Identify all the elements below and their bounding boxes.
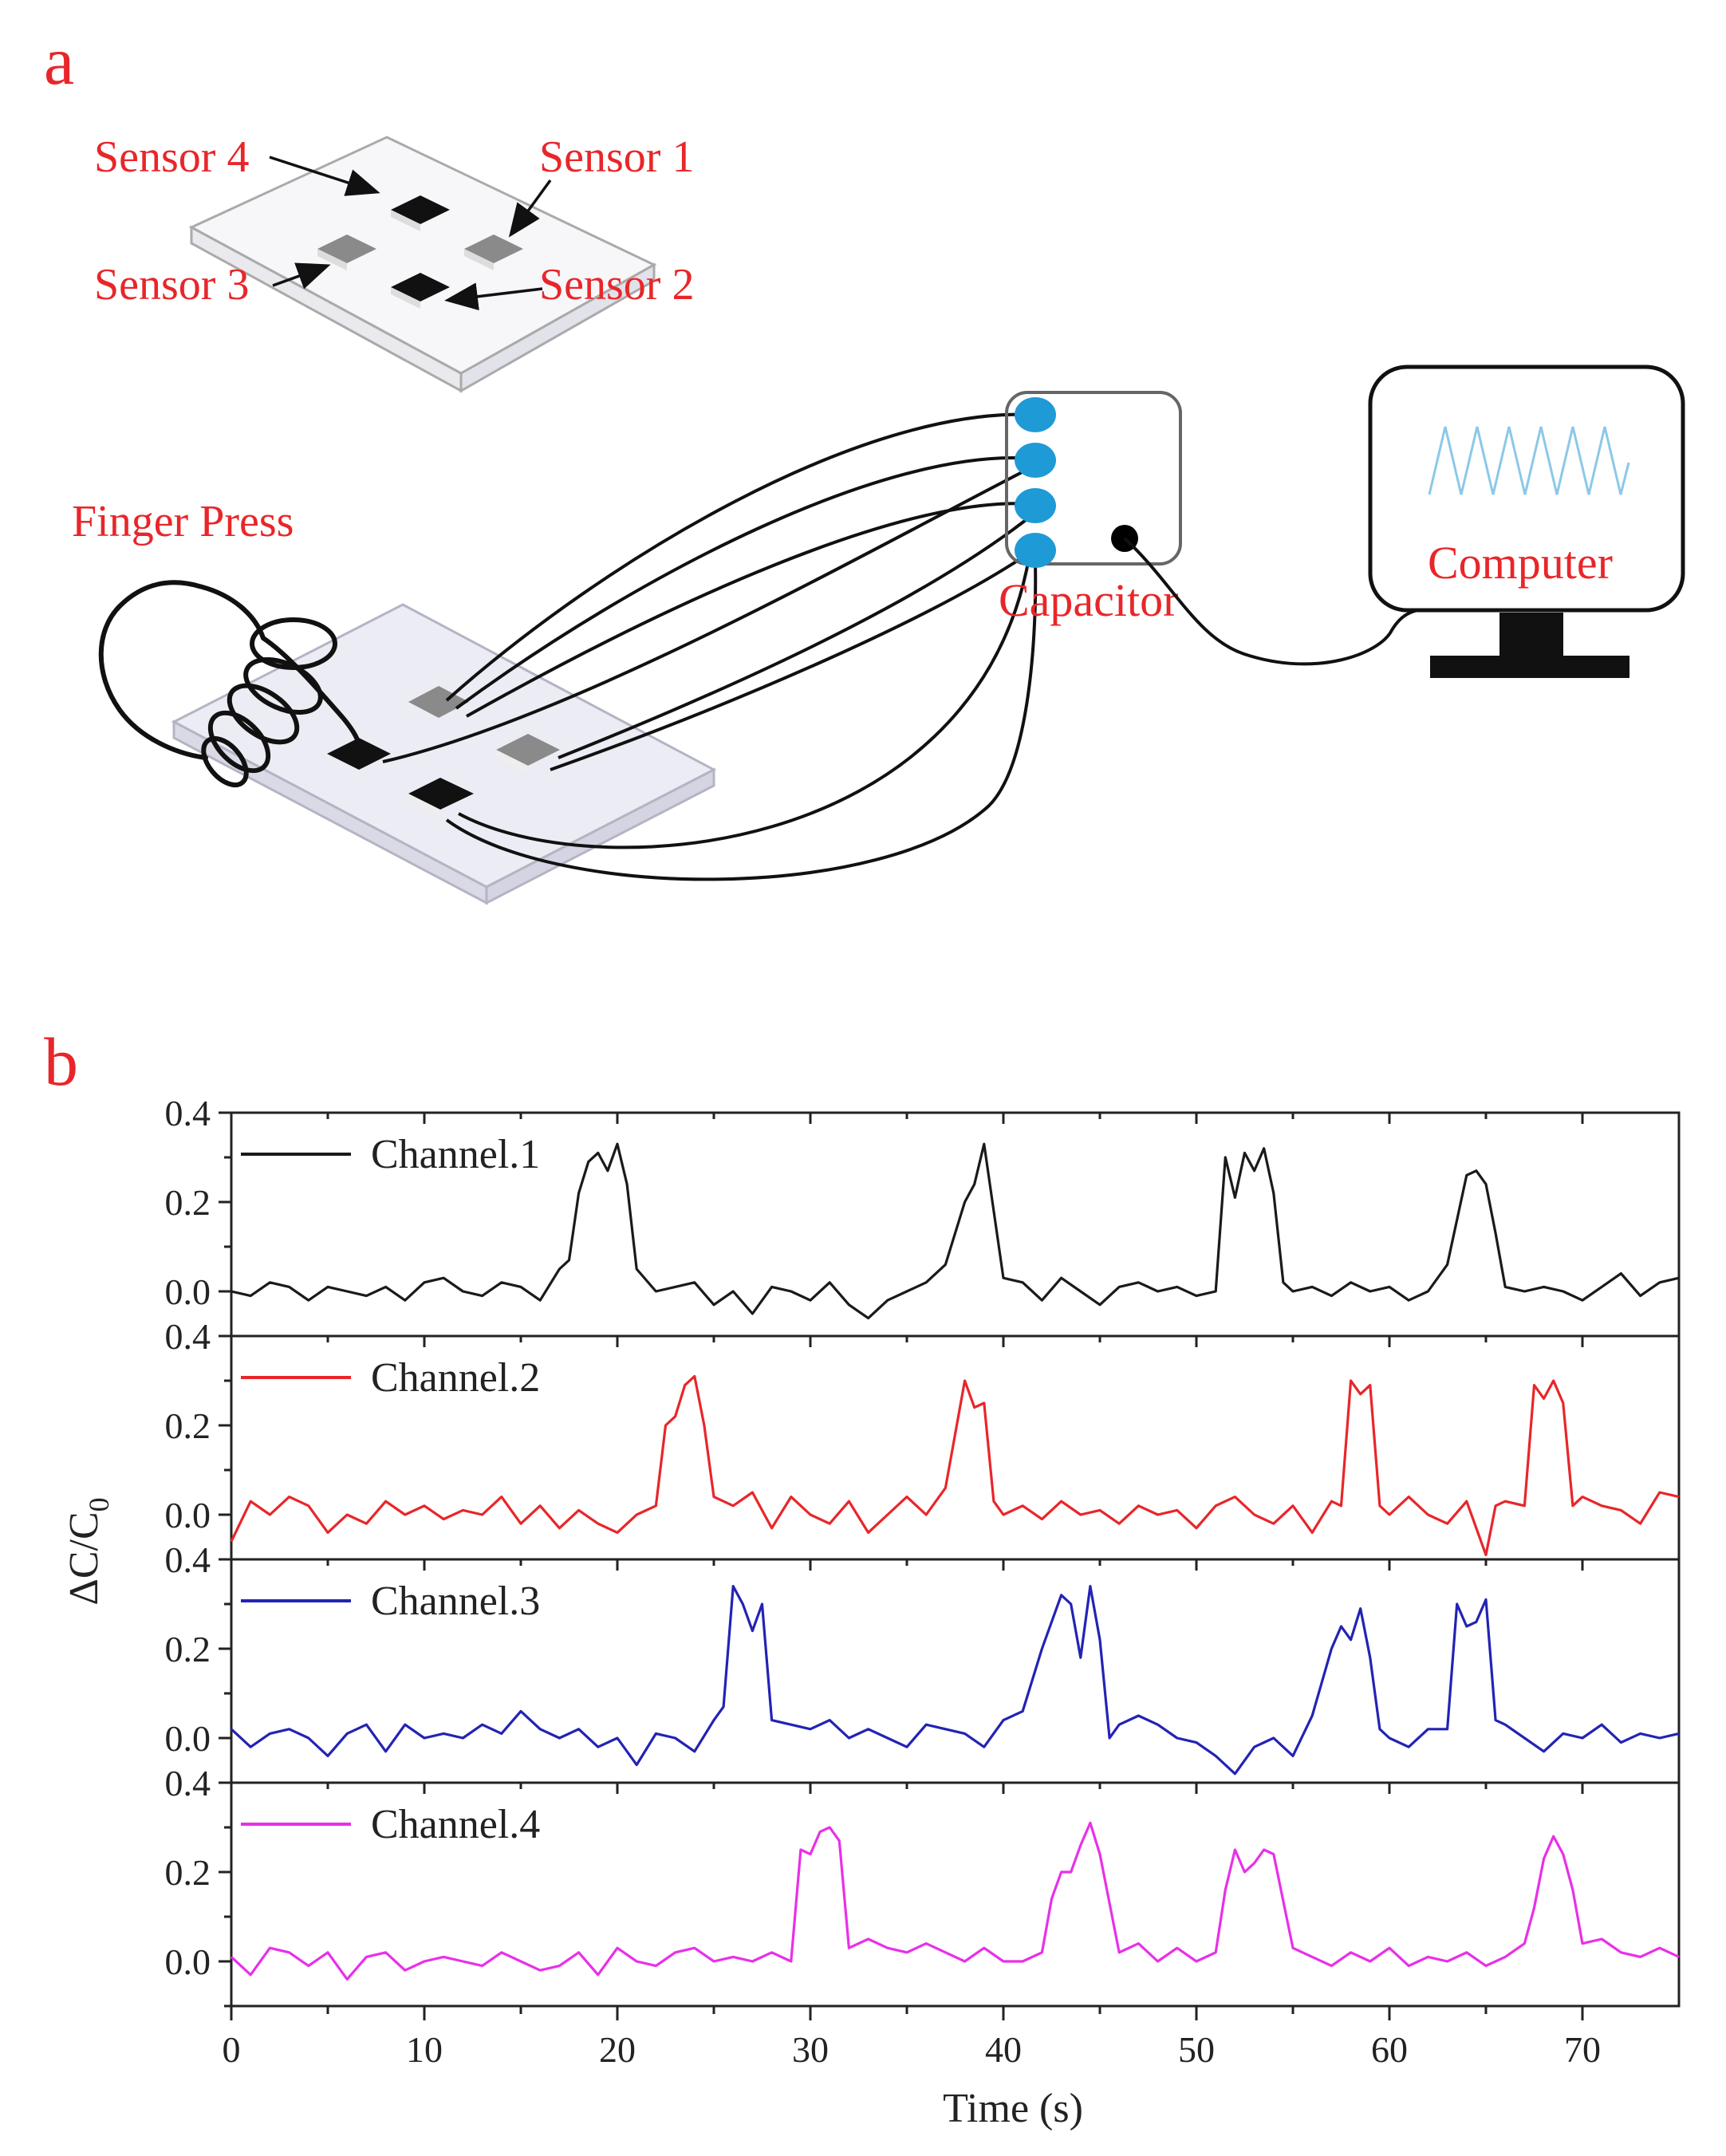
y-axis-label-main: ΔC/C [61,1512,107,1605]
line-chart: 0.00.20.4Channel.10.00.20.4Channel.20.00… [165,1093,1681,2070]
computer-monitor [1368,365,1685,678]
y-axis-label: ΔC/C0 [61,1497,115,1605]
y-tick-label-3-2: 0.4 [165,1539,211,1580]
legend-label-channel-3: Channel.3 [371,1579,540,1624]
y-tick-label-1-1: 0.2 [165,1182,211,1223]
y-tick-label-1-0: 0.0 [165,1271,211,1312]
panel-b-letter: b [44,1023,78,1100]
sensor-4-arrow [269,156,380,196]
x-tick-label-1: 10 [406,2029,443,2070]
series-line-channel-2 [230,1374,1680,1557]
finger-press-hand [98,580,363,788]
capacitor-terminal-3 [1015,488,1056,523]
legend-label-channel-2: Channel.2 [371,1355,540,1401]
bottom-sensor-4 [408,778,474,810]
sensor-2-arrow [444,282,543,311]
x-tick-label-7: 70 [1564,2029,1601,2070]
panel-b: b 0.00.20.4Channel.10.00.20.4Channel.20.… [44,1023,1681,2131]
legend-label-channel-1: Channel.1 [371,1132,540,1177]
computer-label: Computer [1428,537,1613,589]
x-tick-label-3: 30 [792,2029,829,2070]
sensor-plate-top [188,136,657,393]
capacitor-device [1005,391,1182,568]
panel-a: a Sensor 4 Sensor 1 Sensor 3 [44,22,1685,905]
capacitor-terminal-2 [1015,443,1056,478]
sensor-2-label: Sensor 2 [539,260,694,309]
legend-label-channel-4: Channel.4 [371,1802,540,1847]
x-tick-label-4: 40 [985,2029,1022,2070]
panel-frame-4 [230,1781,1681,2008]
sensor-3-label: Sensor 3 [94,260,249,309]
y-tick-label-3-0: 0.0 [165,1718,211,1759]
series-line-channel-4 [230,1821,1680,1981]
y-tick-label-1-2: 0.4 [165,1093,211,1133]
y-tick-label-4-2: 0.4 [165,1763,211,1803]
y-tick-label-4-0: 0.0 [165,1941,211,1982]
sensor-1-label: Sensor 1 [539,132,694,182]
y-tick-label-3-1: 0.2 [165,1629,211,1669]
y-axis-label-subscript: 0 [83,1497,115,1512]
computer-cable [1123,537,1440,666]
capacitor-terminal-4 [1015,533,1056,568]
sensor-3-arrow [272,262,331,290]
capacitor-label: Capacitor [999,574,1178,626]
panel-a-letter: a [44,22,74,99]
x-tick-label-6: 60 [1371,2029,1408,2070]
sensor-1-arrow [508,179,552,238]
series-line-channel-1 [231,1142,1680,1320]
x-tick-label-2: 20 [599,2029,636,2070]
y-tick-label-2-0: 0.0 [165,1495,211,1535]
y-tick-label-4-1: 0.2 [165,1852,211,1893]
sensor-wires [382,412,1038,881]
screen-waveform [1428,426,1630,495]
finger-press-label: Finger Press [72,497,294,546]
x-tick-label-5: 50 [1178,2029,1215,2070]
x-tick-label-0: 0 [223,2029,241,2070]
series-line-channel-3 [230,1584,1680,1776]
y-tick-label-2-2: 0.4 [165,1316,211,1357]
sensor-4-label: Sensor 4 [94,132,249,182]
y-tick-label-2-1: 0.2 [165,1405,211,1446]
capacitor-terminal-1 [1015,397,1056,432]
x-axis-label: Time (s) [943,2086,1083,2131]
